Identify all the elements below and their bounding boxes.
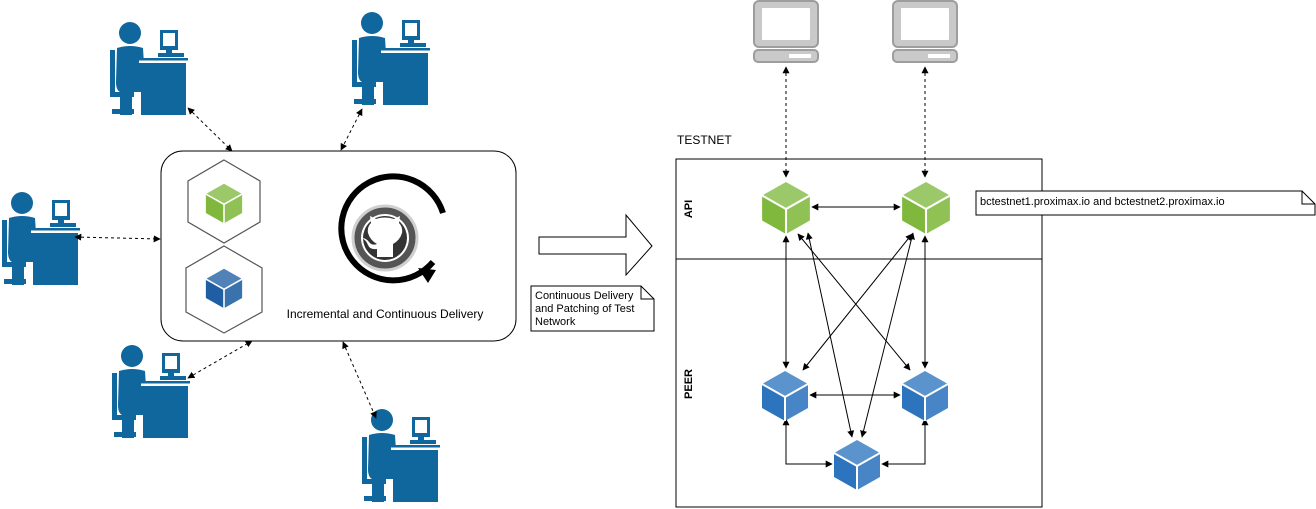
note-delivery-line1: Continuous Delivery [535,290,634,302]
desktop-computer-icon-right [892,0,958,63]
user-workstation-icon-top-left [110,22,188,115]
github-icon [338,173,446,284]
note-delivery-line2: and Patching of Test [535,303,634,315]
user-workstation-icon-bottom-left [112,345,190,438]
node-mesh-connectors [782,203,929,468]
user-workstation-icon-top-right [352,12,430,105]
delivery-note: Continuous Delivery and Patching of Test… [530,285,655,332]
peer-server-icon [185,245,263,334]
note-delivery-line3: Network [535,316,576,328]
client-connectors [782,66,929,178]
desktop-computer-icon-left [753,0,819,63]
api-section-label: API [683,200,695,218]
api-server-icon [187,159,261,244]
user-connectors [74,107,377,419]
peer-section-label: PEER [683,369,695,399]
hosts-note: bctestnet1.proximax.io and bctestnet2.pr… [975,190,1316,216]
transition-arrow [538,213,653,277]
delivery-label: Incremental and Continuous Delivery [287,307,484,321]
testnet-label: TESTNET [677,133,732,147]
user-workstation-icon-bottom-right [362,409,440,502]
note-hosts: bctestnet1.proximax.io and bctestnet2.pr… [980,196,1225,208]
user-workstation-icon-left [2,192,80,285]
